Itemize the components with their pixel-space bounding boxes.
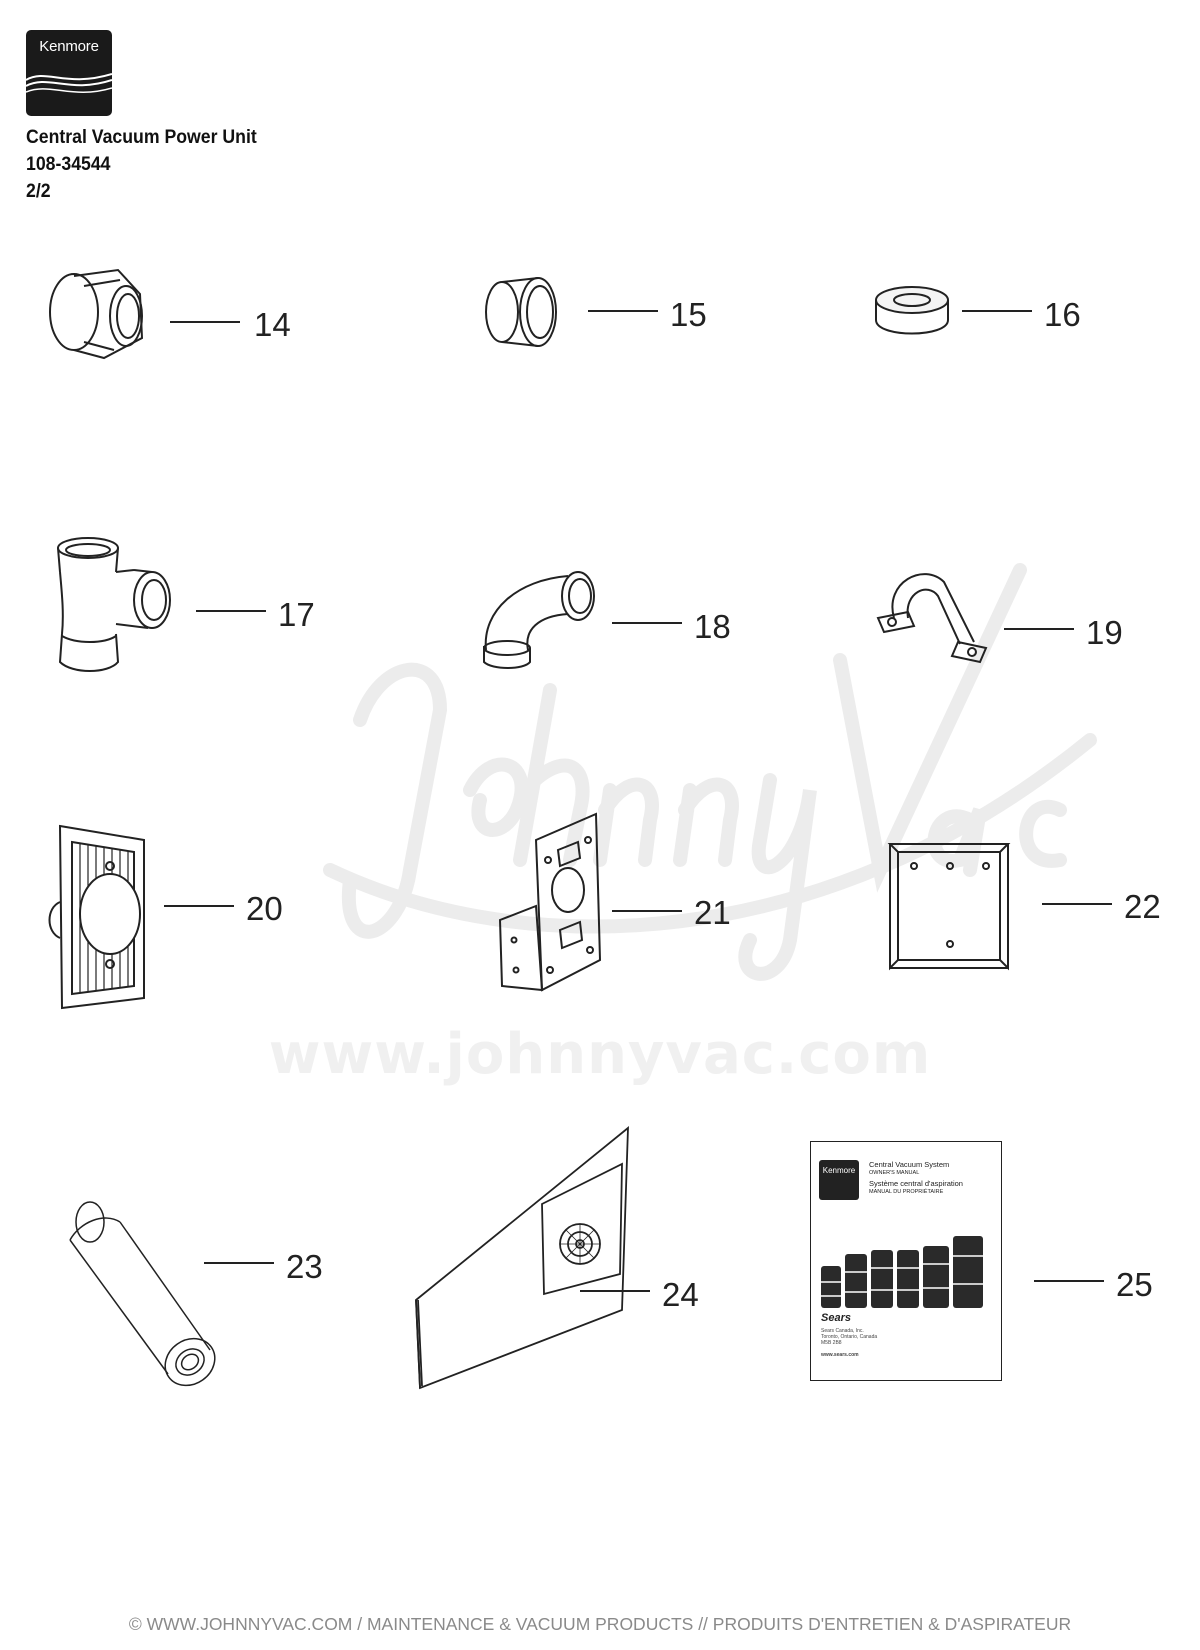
part-number-21: 21 [694,894,731,931]
leader-line [170,321,240,323]
manual-line: Système central d'aspiration [869,1179,963,1188]
part-number-19: 19 [1086,614,1123,651]
tape-roll-icon [875,286,949,335]
leader-line [962,310,1032,312]
leader-line [196,610,266,612]
manual-line: Central Vacuum System [869,1160,950,1169]
part-number-23: 23 [286,1248,323,1285]
part-number-15: 15 [670,296,707,333]
watermark-url: www.johnnyvac.com [268,1022,932,1087]
manual-kenmore-logo: Kenmore [819,1160,859,1200]
part-number-22: 22 [1124,888,1161,925]
leader-line [1042,903,1112,905]
part-number-25: 25 [1116,1266,1153,1303]
page-number: 2/2 [26,181,51,202]
mounting-plate-icon [498,812,602,992]
part-number-20: 20 [246,890,283,927]
leader-line [1004,628,1074,630]
elbow-fitting-icon [483,571,595,669]
leader-line [1034,1280,1104,1282]
wall-inlet-icon [48,824,145,1010]
filter-bag-icon [415,1126,629,1390]
logo-brand: Kenmore [39,38,99,55]
leader-line [612,910,682,912]
leader-line [580,1290,650,1292]
model-number: 108-34544 [26,154,111,175]
manual-address: Sears Canada, Inc. Toronto, Ontario, Can… [821,1328,878,1358]
leader-line [204,1262,274,1264]
manual-line: MANUAL DU PROPRIÉTAIRE [869,1189,944,1195]
part-number-17: 17 [278,596,315,633]
manual-retailer: Sears [821,1312,851,1324]
tee-fitting-icon [57,537,171,672]
manual-line: OWNER'S MANUAL [869,1170,920,1176]
canisters-icon [821,1236,983,1308]
pipe-adapter-icon [49,268,144,360]
part-number-24: 24 [662,1276,699,1313]
owners-manual-icon: Kenmore Central Vacuum System OWNER'S MA… [810,1141,1002,1381]
document-header: Central Vacuum Power Unit 108-34544 2/2 [26,124,257,205]
wave-icon [26,73,112,94]
muffler-icon [69,1201,216,1387]
footer-copyright: © WWW.JOHNNYVAC.COM / MAINTENANCE & VACU… [128,1614,1072,1634]
part-number-18: 18 [694,608,731,645]
part-number-16: 16 [1044,296,1081,333]
wall-bracket-icon [887,843,1011,971]
kenmore-logo: Kenmore [26,30,112,116]
document-title: Central Vacuum Power Unit [26,127,257,148]
leader-line [164,905,234,907]
part-number-14: 14 [254,306,291,343]
pipe-coupling-icon [485,277,557,347]
pipe-strap-icon [876,573,988,664]
leader-line [588,310,658,312]
leader-line [612,622,682,624]
